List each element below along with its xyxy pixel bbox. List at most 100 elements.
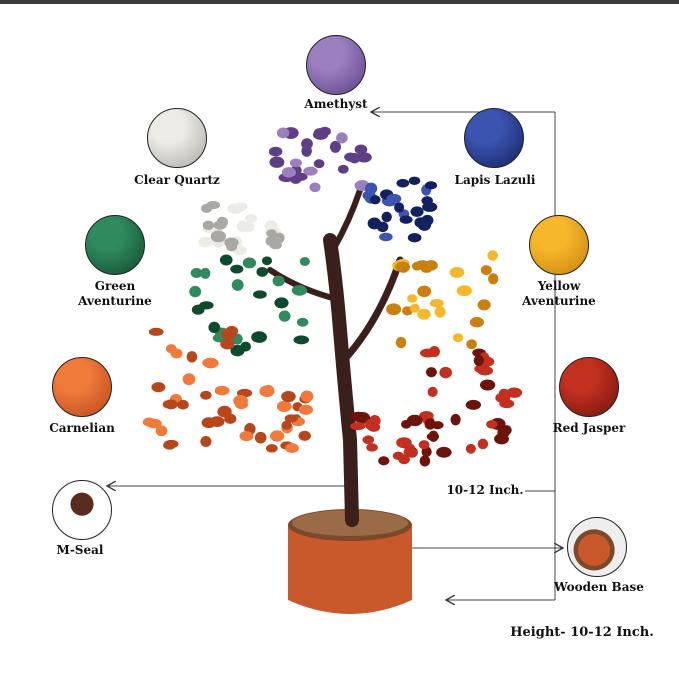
amethyst-label: Amethyst [304,97,368,111]
gem-chip [270,430,285,442]
gem-chip [499,399,515,409]
gem-chip [276,400,292,413]
gem-chip [418,440,430,450]
gem-chip [191,304,205,315]
gem-chip [201,417,216,429]
m-seal-label: M-Seal [56,543,104,557]
gem-chip [265,444,278,453]
gem-chip [201,203,213,214]
gem-chip [189,285,202,298]
gem-chip [362,435,375,445]
gem-chip [366,443,378,452]
gem-chip [200,436,212,448]
gem-chip [239,431,254,442]
gem-chip [224,413,237,424]
gem-chip [226,241,238,252]
gem-chip [404,443,415,453]
gem-chip [425,367,437,378]
carnelian-stone-image [52,357,112,417]
gem-chip [291,285,308,296]
label-line: Aventurine [522,294,596,308]
gem-chip [268,146,283,157]
gem-chip [436,446,452,458]
tree-height-label: 10-12 Inch. [446,483,524,497]
gem-chip [427,386,438,398]
gem-chip [494,433,509,445]
wooden-base-image [567,517,627,577]
gem-chip [163,440,176,450]
gem-chip [480,265,492,276]
gem-chip [465,399,482,410]
red-jasper-stone-image [559,357,619,417]
gem-chip [231,279,244,291]
gem-chip [148,327,164,336]
gem-chip [424,418,436,430]
gem-chip [230,264,244,274]
gem-chip [407,294,418,303]
gem-chip [251,331,268,343]
gem-chip [230,344,245,357]
gem-chip [465,443,476,454]
gem-chip [278,310,291,322]
gem-chip [378,456,390,466]
gem-chip [480,379,496,391]
gem-chip [186,351,198,363]
gem-chip [225,325,239,337]
m-seal-image [52,480,112,540]
gem-chip [256,266,268,277]
gem-chip [142,417,156,427]
gem-chip [365,418,377,431]
gem-chip [369,195,381,205]
gem-chip [337,164,349,174]
gem-chip [284,414,298,423]
gem-chip [486,419,498,429]
yellow-aventurine-stone-image [529,215,589,275]
gem-chip [452,333,464,343]
gem-chip [456,285,472,297]
top-border [0,0,679,4]
leader-lines [108,112,562,600]
gem-chip [354,144,368,155]
gem-chip [233,394,248,407]
gem-chip [216,216,229,228]
label-line: Aventurine [78,294,152,308]
gem-chip [406,414,423,427]
gem-chip [261,256,273,266]
gem-chip [274,297,289,309]
gem-chip [329,140,341,153]
gem-chip [434,306,446,318]
gem-chip [170,348,183,359]
gem-chip [200,390,212,400]
gem-chip [281,420,292,430]
height-note: Height- 10-12 Inch. [510,625,654,640]
gem-chip [298,430,311,441]
gem-chip [395,336,407,349]
gem-chip [381,211,392,223]
gem-chip [242,257,257,269]
gem-chip [354,411,371,424]
gem-chip [162,400,174,409]
gem-chip [177,399,189,410]
gem-chip [210,230,227,243]
gem-chip [208,321,221,333]
gem-chip [155,425,168,437]
gem-chip [202,357,219,368]
clear-quartz-stone-image [147,108,207,168]
gem-chip [234,202,248,212]
gem-chip [477,438,489,450]
gem-chip [396,178,410,188]
gem-chip [417,308,431,320]
label-line: Yellow [537,279,581,293]
gem-chip [219,254,233,266]
gem-chip [424,181,438,190]
gem-chip [487,250,498,261]
gem-chip [272,275,285,287]
gem-chip [409,303,420,313]
gem-chip [336,132,348,144]
gem-chip [466,339,477,350]
gem-chip [408,176,421,186]
gem-chip [386,193,402,204]
gem-chip [506,387,523,398]
gem-chip [419,455,431,467]
